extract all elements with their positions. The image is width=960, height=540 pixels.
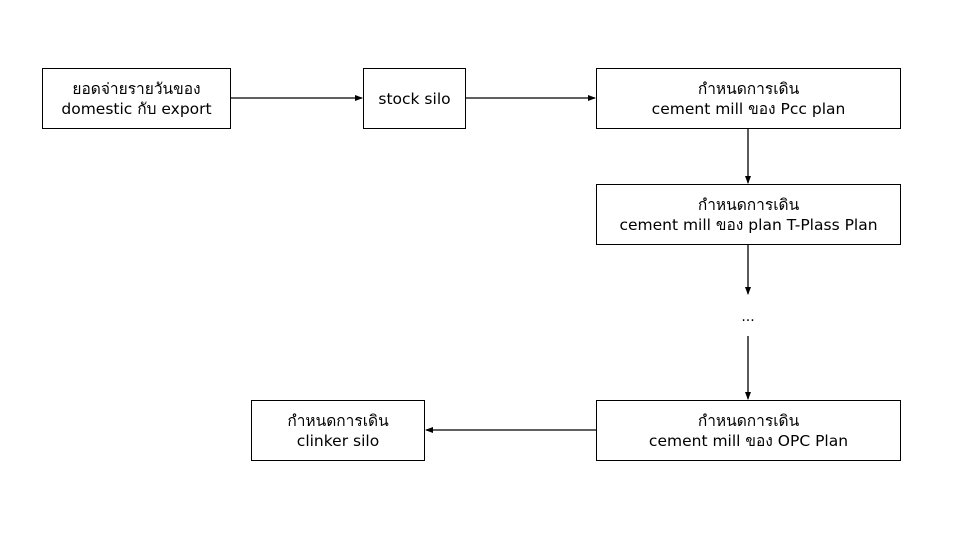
node-pcc-plan: กำหนดการเดิน cement mill ของ Pcc plan (596, 68, 901, 129)
node-clinker-silo-line1: กำหนดการเดิน (287, 411, 389, 430)
node-stock-silo: stock silo (363, 68, 466, 129)
node-tplass-plan-line2: cement mill ของ plan T-Plass Plan (619, 215, 878, 234)
node-opc-plan-line1: กำหนดการเดิน (697, 411, 800, 430)
node-pcc-plan-line1: กำหนดการเดิน (697, 79, 800, 98)
node-daily-sales-line2: domestic กับ export (61, 99, 212, 118)
node-tplass-plan: กำหนดการเดิน cement mill ของ plan T-Plas… (596, 184, 901, 245)
node-daily-sales: ยอดจ่ายรายวันของ domestic กับ export (42, 68, 231, 129)
node-clinker-silo: กำหนดการเดิน clinker silo (251, 400, 425, 461)
ellipsis-continuation: ... (741, 309, 755, 325)
node-opc-plan: กำหนดการเดิน cement mill ของ OPC Plan (596, 400, 901, 461)
node-stock-silo-label: stock silo (378, 89, 451, 108)
node-opc-plan-line2: cement mill ของ OPC Plan (648, 431, 849, 450)
node-clinker-silo-line2: clinker silo (296, 431, 380, 450)
node-tplass-plan-line1: กำหนดการเดิน (697, 195, 800, 214)
node-pcc-plan-line2: cement mill ของ Pcc plan (651, 99, 846, 118)
node-daily-sales-line1: ยอดจ่ายรายวันของ (72, 79, 201, 98)
